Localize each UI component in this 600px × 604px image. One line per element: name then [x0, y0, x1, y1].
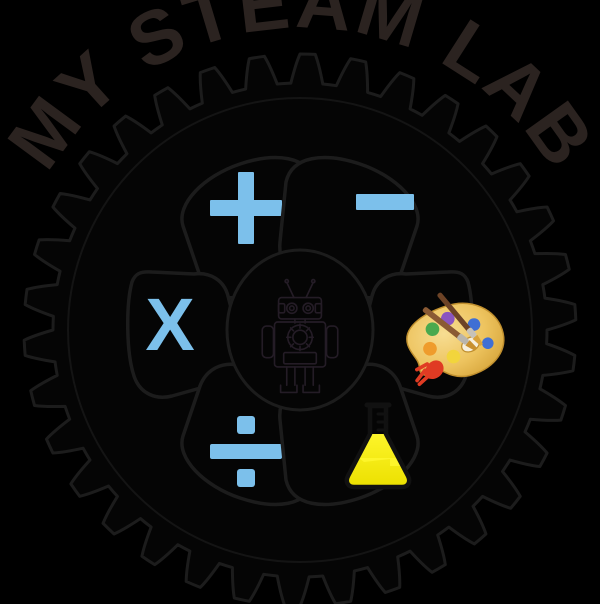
- multiply-glyph: X: [145, 283, 194, 366]
- erlenmeyer-flask-icon: [344, 402, 412, 490]
- divide-icon: [210, 416, 282, 487]
- segment-multiply[interactable]: X: [126, 270, 245, 399]
- minus-icon: [356, 194, 414, 210]
- hub[interactable]: [225, 248, 375, 412]
- plus-icon: [210, 172, 282, 244]
- paint-palette-icon: [406, 292, 505, 387]
- robot-icon: [261, 278, 339, 394]
- segment-art[interactable]: [355, 270, 513, 399]
- multiply-icon: X: [145, 283, 194, 366]
- gear-inner-rim: [67, 97, 533, 563]
